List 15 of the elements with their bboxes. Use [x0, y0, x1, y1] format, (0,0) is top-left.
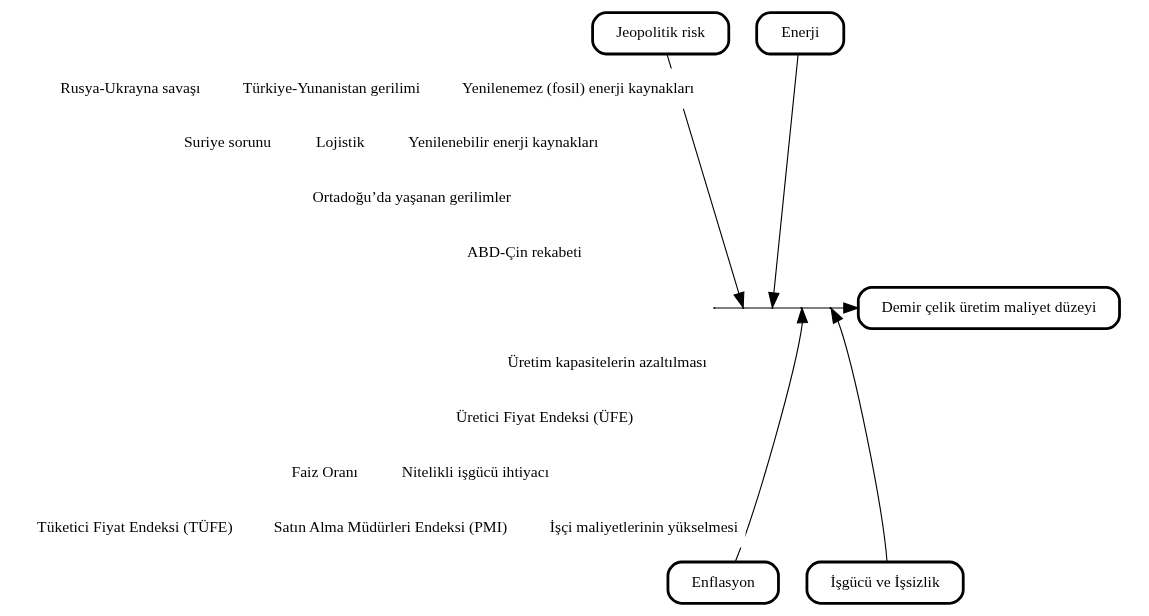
label: Faiz Oranı	[290, 462, 358, 480]
label: Suriye sorunu	[183, 133, 271, 151]
label: Üretici Fiyat Endeksi (ÜFE)	[455, 408, 633, 426]
label: Yenilenebilir enerji kaynakları	[407, 133, 598, 151]
label: İşçi maliyetlerinin yükselmesi	[549, 517, 738, 535]
label: Türkiye-Yunanistan gerilimi	[242, 78, 420, 96]
label: Nitelikli işgücü ihtiyacı	[401, 462, 549, 480]
label: Üretim kapasitelerin azaltılması	[506, 353, 707, 371]
label: Yenilenemez (fosil) enerji kaynakları	[461, 78, 694, 96]
label: Satın Alma Müdürleri Endeksi (PMI)	[273, 517, 507, 535]
label: Lojistik	[315, 133, 365, 151]
label: Ortadoğu’da yaşanan gerilimler	[311, 188, 511, 206]
label: Rusya-Ukrayna savaşı	[59, 78, 200, 96]
label: Tüketici Fiyat Endeksi (TÜFE)	[36, 517, 233, 535]
label: ABD-Çin rekabeti	[466, 242, 582, 260]
